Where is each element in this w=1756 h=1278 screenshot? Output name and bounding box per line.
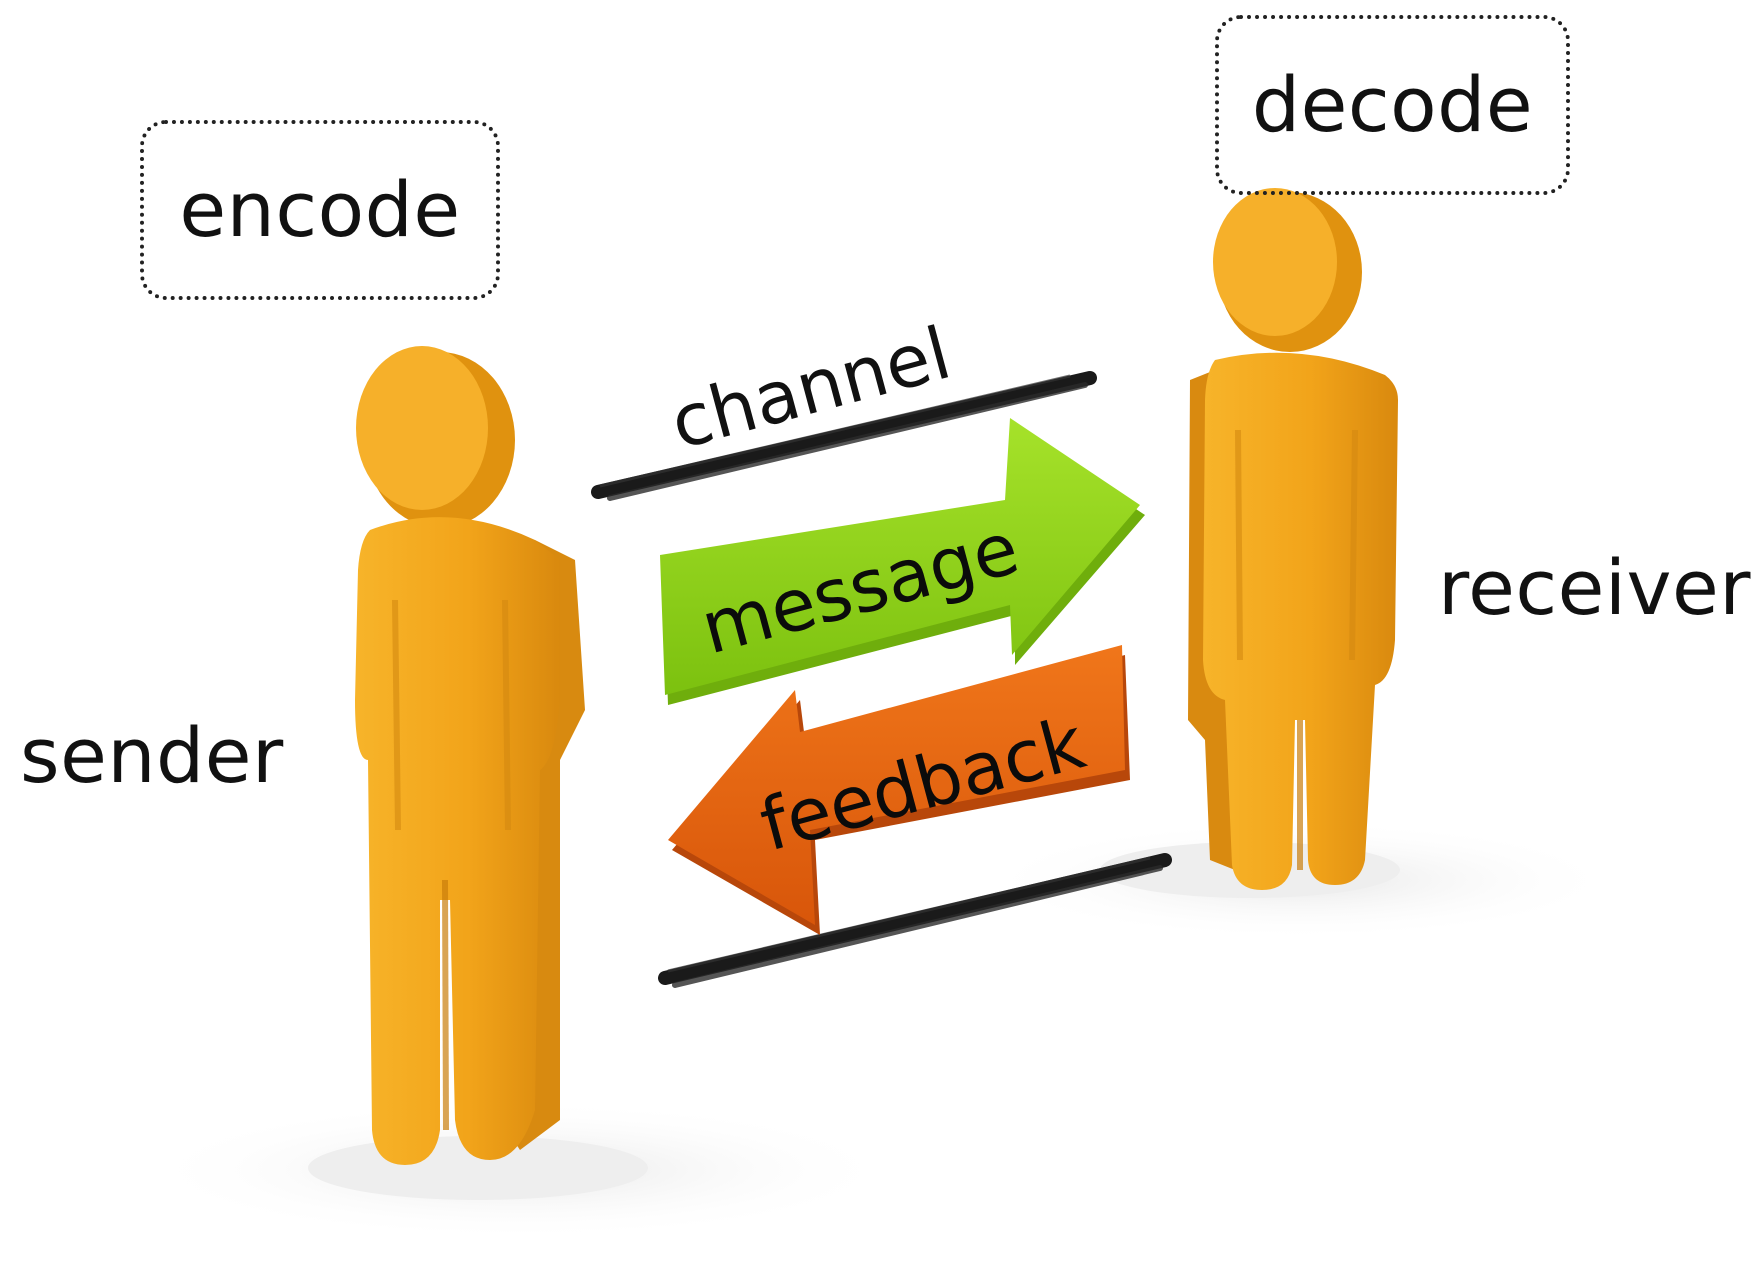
channel-top-line bbox=[591, 371, 1097, 501]
receiver-label: receiver bbox=[1438, 543, 1751, 632]
encode-box: encode bbox=[140, 120, 500, 300]
sender-figure-icon bbox=[308, 346, 648, 1200]
decode-label: decode bbox=[1251, 60, 1534, 149]
sender-label: sender bbox=[20, 711, 284, 800]
receiver-figure-icon bbox=[1100, 188, 1400, 898]
channel-bottom-line bbox=[658, 853, 1172, 988]
decode-box: decode bbox=[1215, 15, 1570, 195]
feedback-arrow-icon bbox=[668, 645, 1130, 935]
encode-label: encode bbox=[179, 165, 461, 254]
message-arrow-icon bbox=[660, 418, 1145, 705]
